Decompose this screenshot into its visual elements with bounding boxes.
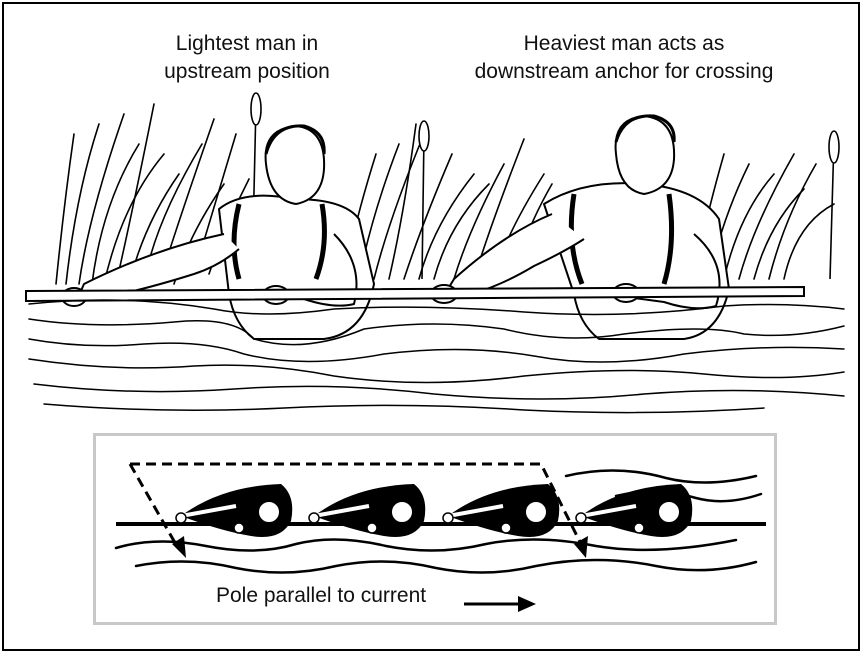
- torso: [218, 194, 375, 340]
- reed-icon: [453, 163, 505, 280]
- reed-icon: [433, 183, 490, 280]
- reed-icon: [783, 203, 835, 280]
- caption-line: Lightest man in: [175, 32, 319, 55]
- inset-diagram: Pole parallel to current: [93, 433, 777, 625]
- caption-lightest-man: Lightest man in upstream position: [122, 30, 372, 86]
- cattail-icon: [418, 120, 430, 280]
- dashed-arrow-icon: [128, 462, 584, 549]
- reed-icon: [753, 188, 805, 280]
- man-downstream: [430, 114, 730, 340]
- caption-line: downstream anchor for crossing: [474, 60, 774, 83]
- caption-line: upstream position: [164, 60, 330, 83]
- reed-icon: [91, 143, 140, 285]
- cattails: [250, 92, 840, 280]
- water: [28, 299, 845, 414]
- cattail-icon: [828, 130, 840, 280]
- river-crossing-illustration: [25, 92, 845, 414]
- arrowhead: [172, 536, 186, 558]
- caption-line: Heaviest man acts as: [523, 32, 725, 55]
- reed-icon: [738, 153, 795, 280]
- backpack-strap: [231, 203, 242, 280]
- caption-heaviest-man: Heaviest man acts as downstream anchor f…: [424, 30, 824, 86]
- swimmer-icon: [308, 484, 426, 537]
- top-view-diagram: [114, 462, 766, 612]
- reed-icon: [65, 123, 100, 285]
- reed-icon: [768, 163, 817, 280]
- arrow-right-icon: [464, 596, 536, 612]
- reed-icon: [103, 153, 165, 285]
- backpack-strap: [661, 193, 675, 285]
- inset-label: Pole parallel to current: [216, 584, 427, 607]
- reed-icon: [723, 173, 775, 280]
- reed-icon: [373, 133, 425, 280]
- hair: [614, 114, 676, 143]
- swimmer-icon: [175, 484, 293, 537]
- reed-icon: [55, 133, 75, 285]
- backpack-strap: [313, 203, 327, 280]
- hair: [264, 124, 326, 155]
- reed-icon: [78, 113, 125, 285]
- right-arm: [266, 233, 358, 307]
- arrowhead: [574, 536, 588, 558]
- reed-icon: [418, 173, 475, 280]
- torso: [543, 182, 730, 340]
- pole: [25, 285, 805, 303]
- reed-icon: [388, 123, 417, 280]
- swimmer-icon: [575, 484, 693, 537]
- reed-icon: [403, 153, 453, 280]
- swimmer-icon: [442, 484, 560, 537]
- right-arm: [618, 233, 721, 310]
